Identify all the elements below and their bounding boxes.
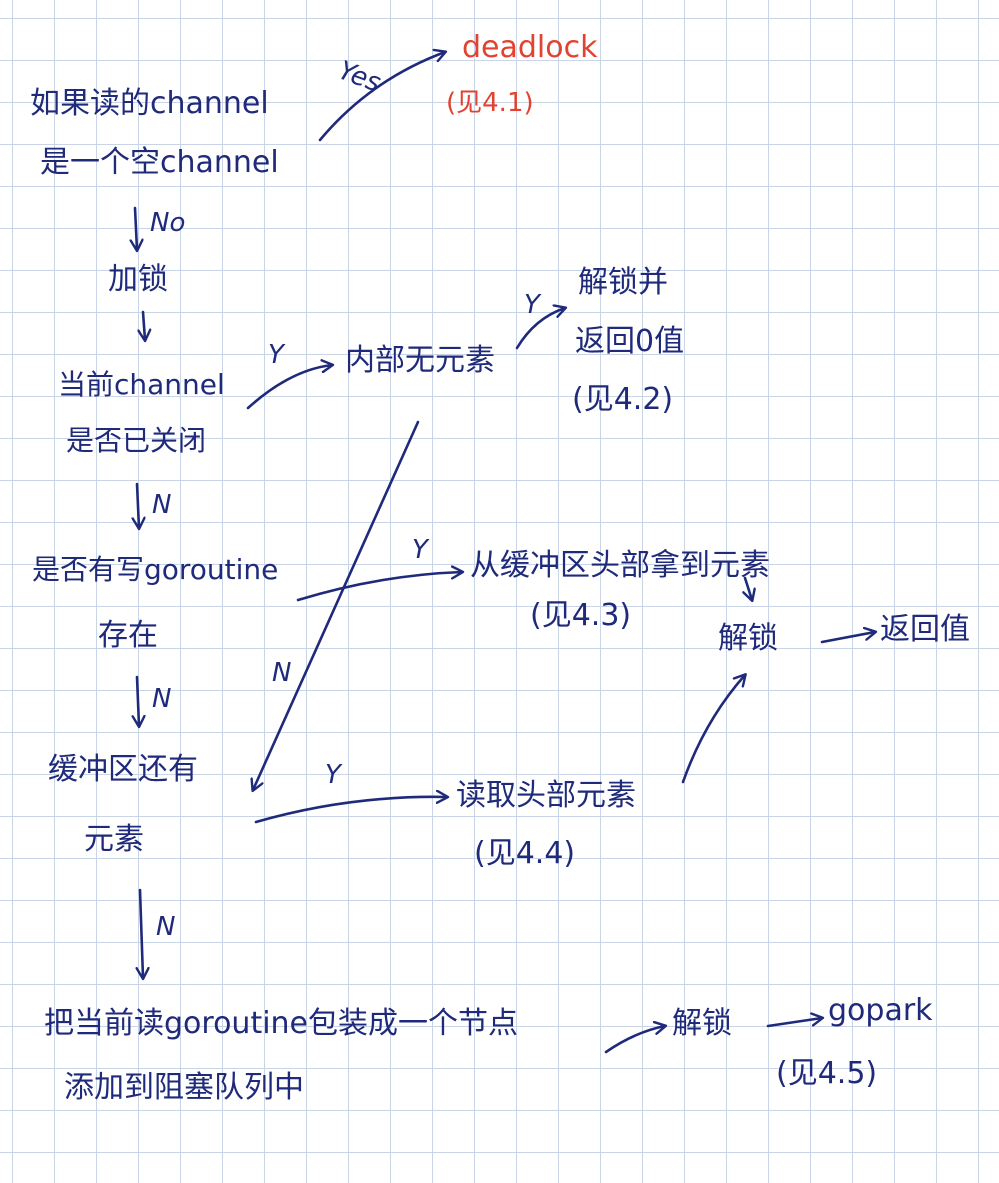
edge-label-y-writer: Y [412, 535, 428, 565]
arrow-writer-to-takehead [296, 572, 462, 602]
arrow-enqueue-to-unlock [604, 1026, 665, 1054]
edge-label-n-buffer: N [156, 912, 176, 942]
node-unlock-bottom: 解锁 [672, 1006, 732, 1041]
node-buffer-line1: 缓冲区还有 [48, 752, 198, 787]
node-gopark: gopark [828, 993, 933, 1028]
node-take-from-head: 从缓冲区头部拿到元素 [470, 548, 770, 583]
arrow-buffer-to-readhead [254, 797, 447, 824]
arrow-readhead-to-unlock [681, 675, 745, 784]
arrow-start-to-deadlock [318, 52, 445, 142]
arrow-start-to-lock [135, 206, 137, 250]
edge-label-n-closed: N [152, 490, 172, 520]
ref-4-4: (见4.4) [474, 836, 576, 871]
edge-label-y-noelements: Y [524, 290, 540, 320]
arrow-writer-to-buffer [137, 675, 139, 726]
node-enqueue-line1: 把当前读goroutine包装成一个节点 [44, 1006, 519, 1041]
arrow-noelements-to-unlockreturn [515, 308, 565, 350]
node-writer-line1: 是否有写goroutine [32, 553, 279, 586]
node-unlock-mid: 解锁 [718, 621, 778, 656]
node-writer-line2: 存在 [98, 618, 158, 653]
node-start-line2: 是一个空channel [40, 145, 279, 180]
node-closed-line2: 是否已关闭 [66, 424, 207, 457]
ref-4-1: (见4.1) [446, 88, 534, 118]
node-return-value: 返回值 [880, 612, 970, 647]
ref-4-3: (见4.3) [530, 598, 632, 633]
edge-label-y-closed: Y [268, 340, 284, 370]
node-read-head: 读取头部元素 [456, 778, 636, 813]
arrow-buffer-to-enqueue [140, 888, 143, 978]
arrow-noelements-to-buffer [253, 420, 420, 790]
edge-label-no: No [150, 208, 186, 238]
node-buffer-line2: 元素 [84, 822, 144, 857]
node-unlock-return-line1: 解锁并 [578, 265, 668, 300]
arrow-closed-to-noelements [246, 365, 332, 410]
arrow-takehead-to-unlock [745, 576, 752, 600]
arrow-closed-to-writer [137, 482, 139, 528]
node-enqueue-line2: 添加到阻塞队列中 [64, 1070, 304, 1105]
edge-label-n-writer: N [152, 684, 172, 714]
node-no-elements: 内部无元素 [345, 343, 495, 378]
arrow-unlock-to-return [820, 632, 875, 644]
node-deadlock: deadlock [462, 30, 598, 65]
edge-label-n-noelements: N [272, 658, 292, 688]
node-start-line1: 如果读的channel [30, 86, 269, 121]
node-lock: 加锁 [108, 262, 168, 297]
arrow-unlock-to-gopark [766, 1018, 822, 1028]
arrow-lock-to-closed [143, 310, 145, 340]
node-unlock-return-line2: 返回0值 [575, 324, 685, 359]
ref-4-2: (见4.2) [572, 382, 674, 417]
node-closed-line1: 当前channel [58, 368, 225, 401]
edge-label-y-buffer: Y [325, 760, 341, 790]
ref-4-5: (见4.5) [776, 1056, 878, 1091]
